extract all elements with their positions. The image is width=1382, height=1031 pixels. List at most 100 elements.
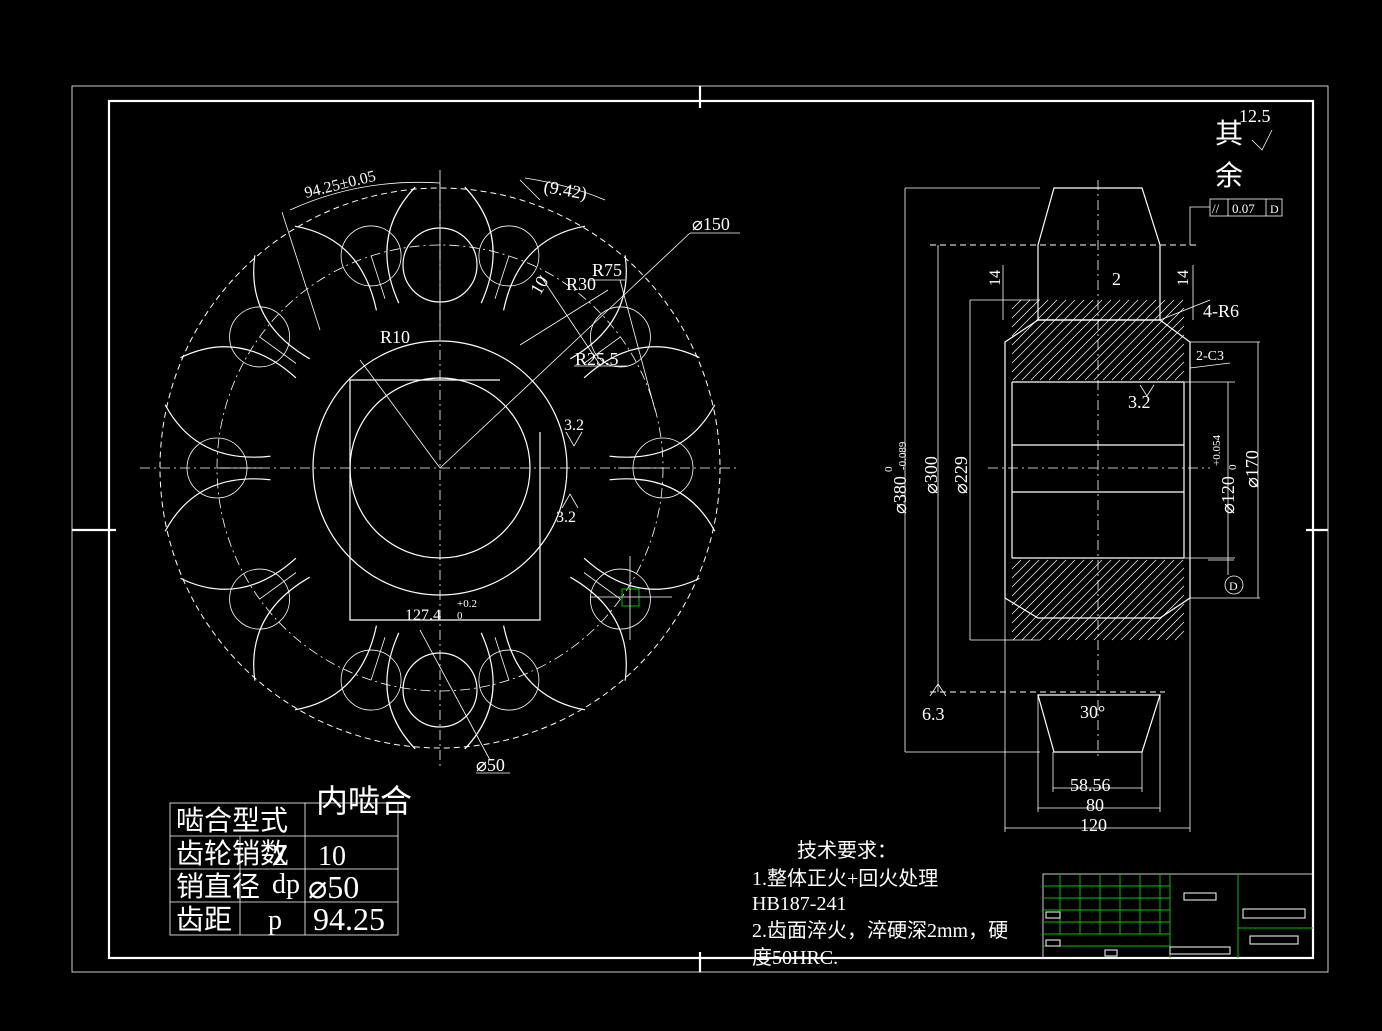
hatch-line-bottom: [1011, 559, 1058, 606]
title-block-grid: [1043, 874, 1313, 958]
rough-symbol-2: [561, 493, 579, 509]
param-row-4-name: 齿距: [176, 905, 232, 936]
tol-value: 0.07: [1232, 201, 1255, 216]
c3-leader: [1189, 362, 1231, 369]
tooth-gap-arc: [229, 568, 290, 630]
hatch-line-top: [1075, 299, 1157, 381]
tooth-gap-line: [259, 336, 297, 364]
hatch-line-bottom: [1093, 559, 1175, 641]
dim-keyway-tol-low: 0: [457, 610, 463, 622]
title-block-field: [1183, 892, 1217, 901]
param-row-2-symbol: Z: [272, 841, 289, 872]
d50-leader: [419, 629, 491, 761]
dim-380-tol-low: -0.089: [897, 441, 909, 470]
rough-bore-symbol: [1139, 384, 1155, 397]
tooth-gap-arc: [478, 225, 540, 287]
hatch-line-bottom: [1011, 559, 1067, 615]
title-block-field: [1249, 935, 1299, 945]
dim-229: ⌀229: [951, 456, 971, 494]
dim-r10: R10: [380, 327, 410, 347]
dim-300: ⌀300: [921, 456, 941, 494]
param-row-4-value: 94.25: [313, 901, 385, 937]
title-block-field: [1045, 939, 1061, 947]
tooth-gap-arc: [229, 306, 290, 368]
hatch-line-bottom: [1120, 576, 1185, 641]
hatch-line-bottom: [1084, 559, 1166, 641]
param-row-2-value: 10: [318, 841, 346, 872]
d150-leader: [439, 232, 691, 469]
dim-120-tol-up: +0.054: [1211, 435, 1223, 466]
dim-r255: R25.5: [575, 349, 619, 369]
hatch-line-bottom: [1048, 559, 1130, 641]
rough-symbol-1: [565, 431, 583, 447]
hatch-line-top: [1129, 325, 1185, 381]
hatch-line-top: [1048, 299, 1130, 381]
tooth-gap-arc: [478, 649, 540, 711]
param-row-1-value: 内啮合: [316, 783, 412, 819]
hatch-line-bottom: [1066, 559, 1148, 641]
technical-notes: 技术要求： 1.整体正火+回火处理 HB187-241 2.齿面淬火，淬硬深2m…: [752, 839, 1008, 969]
tooth-top: [1037, 187, 1161, 321]
hatch-line-top: [1084, 299, 1166, 381]
dim-14-left-text: 14: [987, 270, 1004, 286]
dim-outer: ⌀150: [692, 214, 730, 234]
hatch-line-top: [1138, 334, 1185, 381]
r30-leader: [519, 289, 609, 346]
title-block-border: [1042, 873, 1314, 959]
param-row-4-symbol: p: [268, 905, 282, 936]
param-row-3-value: ⌀50: [308, 869, 359, 905]
hatch-line-top: [1011, 299, 1076, 364]
dim-120-tol-low: 0: [1227, 464, 1239, 470]
r10-leader: [359, 359, 441, 469]
hatch-line-top: [1120, 316, 1185, 381]
tooth-gap-line: [494, 637, 510, 681]
tooth-gap-arc: [590, 568, 651, 630]
hatch-line-bottom: [1039, 559, 1121, 641]
rough-face: 6.3: [922, 704, 945, 724]
hatch-line-top: [1011, 299, 1040, 328]
rough-general-label-1: 其: [1215, 118, 1243, 150]
hatch-line-top: [1174, 370, 1185, 381]
pitch-dim-arc: [289, 181, 441, 211]
hatch-line-top: [1039, 299, 1121, 381]
hatch-line-top: [1030, 299, 1112, 381]
parameter-table: 啮合型式 内啮合 齿轮销数 Z 10 销直径 dp ⌀50 齿距 p 94.25: [169, 783, 412, 937]
tooth-flanks: [164, 186, 716, 750]
rough-general-value: 12.5: [1239, 106, 1271, 126]
tol-symbol: //: [1212, 201, 1220, 216]
param-row-1-name: 啮合型式: [176, 805, 288, 837]
hatch-line-bottom: [1147, 603, 1185, 641]
dim-170: ⌀170: [1242, 450, 1262, 488]
dim-5856-text: 58.56: [1070, 775, 1111, 795]
hatch-line-top: [1021, 299, 1103, 381]
title-block-field: [1169, 946, 1231, 955]
r6-leader: [1159, 299, 1211, 321]
tol-datum: D: [1270, 202, 1279, 216]
tooth-gap-line: [494, 255, 510, 299]
dim-arc: (9.42): [542, 176, 588, 204]
r75-leader: [619, 279, 656, 411]
hatch-line-top: [1011, 299, 1031, 319]
tooth-gap-line: [259, 572, 297, 600]
title-block-field: [1242, 908, 1306, 919]
dim-120w-text: 120: [1080, 815, 1107, 835]
hatch-line-bottom: [1030, 559, 1112, 641]
notes-line-1: 1.整体正火+回火处理: [752, 867, 938, 890]
hatch-line-bottom: [1021, 559, 1103, 641]
arc-dim: [524, 177, 606, 201]
tooth-gap-arc: [340, 225, 402, 287]
tol-leader: [1189, 206, 1210, 245]
hatch-line-top: [1011, 299, 1067, 355]
dim-380: ⌀380: [890, 476, 910, 514]
datum-label: D: [1229, 579, 1238, 593]
front-view: 94.25±0.05 (9.42) ⌀150 R75 R30 10 R10 R2…: [140, 168, 740, 775]
notes-line-4: 度50HRC.: [752, 946, 838, 969]
tooth-gap-line: [370, 637, 386, 681]
dim-pin: ⌀50: [476, 755, 505, 775]
notes-line-2: HB187-241: [752, 893, 846, 915]
r25-leader: [539, 274, 601, 366]
hatch-line-top: [1102, 299, 1184, 381]
hatch-line-bottom: [1129, 585, 1185, 641]
hatch-line-top: [1011, 299, 1058, 346]
